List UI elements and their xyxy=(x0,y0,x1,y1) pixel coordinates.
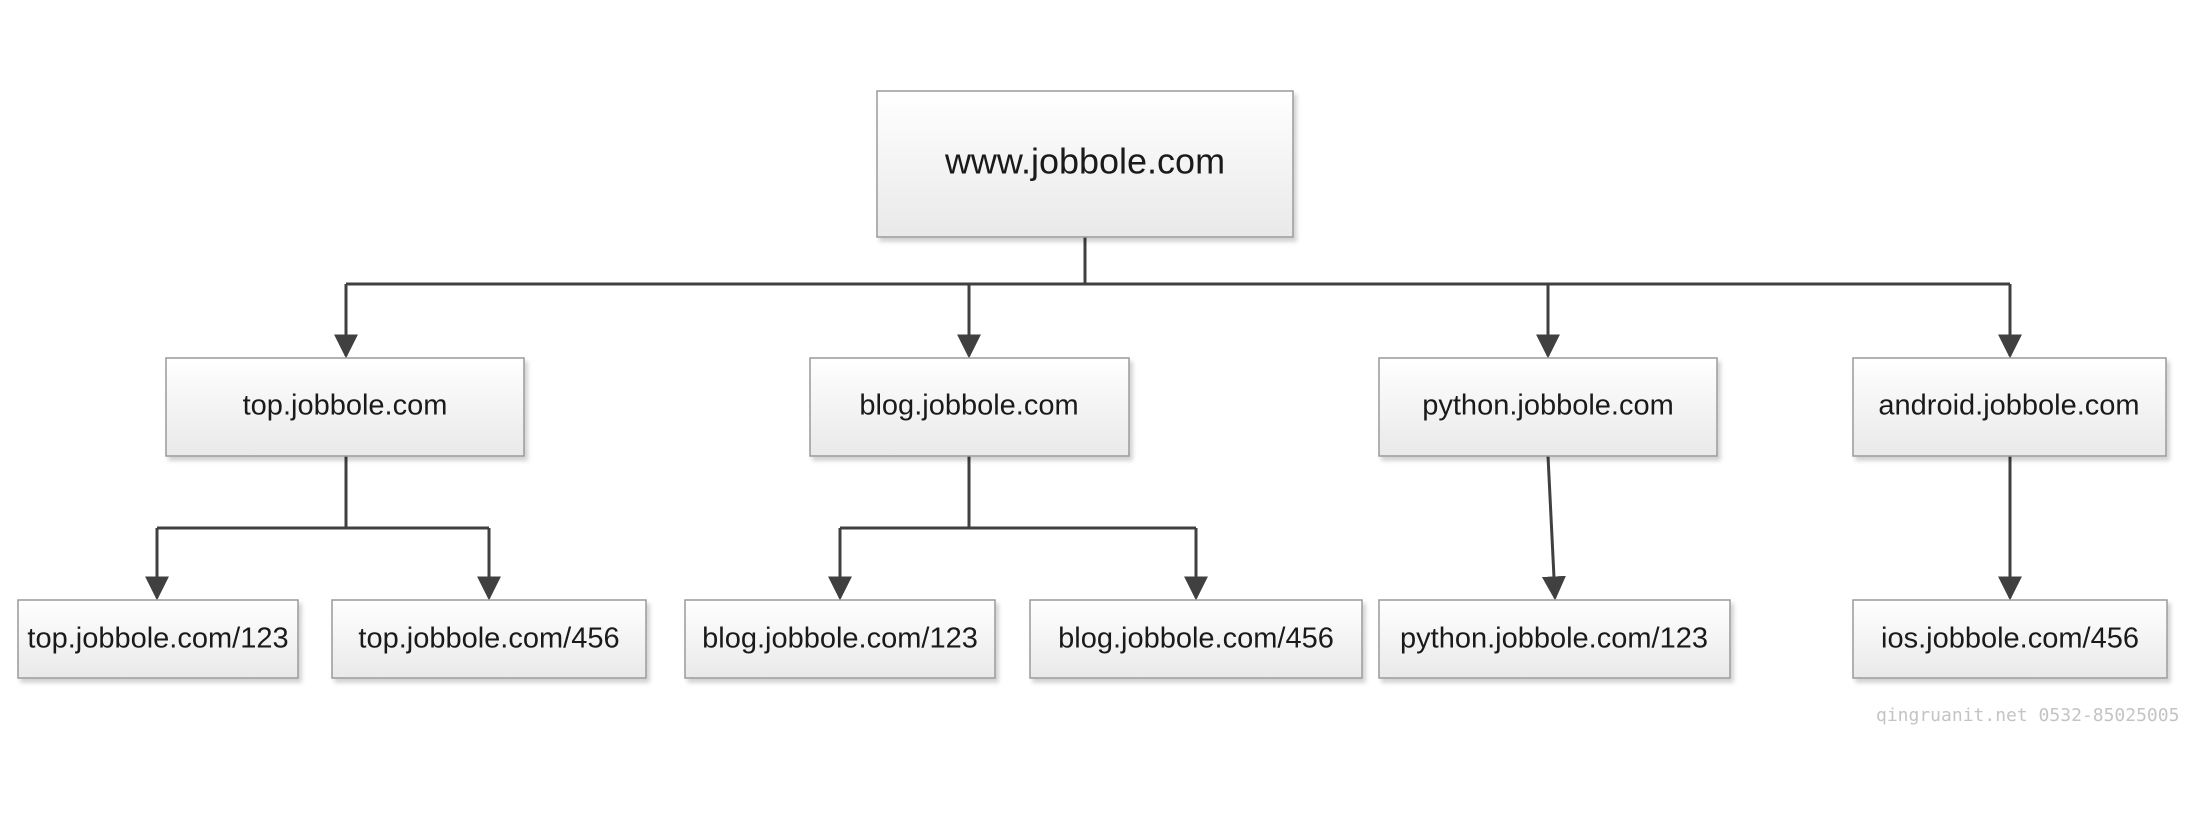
node-top-123: top.jobbole.com/123 xyxy=(17,599,299,679)
level2-nodes: top.jobbole.com/123 top.jobbole.com/456 … xyxy=(17,599,2168,679)
node-root-label: www.jobbole.com xyxy=(944,141,1225,182)
node-top-456: top.jobbole.com/456 xyxy=(331,599,647,679)
connector-top-trunk xyxy=(157,456,489,530)
node-blog-label: blog.jobbole.com xyxy=(859,390,1078,422)
node-python-123-box xyxy=(1378,599,1731,679)
watermark-text: qingruanit.net 0532-85025005 xyxy=(1876,705,2180,726)
arrow-to-python-123 xyxy=(1541,455,1566,601)
root-connectors xyxy=(334,237,2022,359)
node-blog-456: blog.jobbole.com/456 xyxy=(1029,599,1363,679)
node-ios-456-label: ios.jobbole.com/456 xyxy=(1881,623,2139,655)
node-blog-box xyxy=(809,357,1130,457)
node-blog-456-box xyxy=(1029,599,1363,679)
node-top-123-box xyxy=(17,599,299,679)
node-ios-456-box xyxy=(1852,599,2168,679)
node-top: top.jobbole.com xyxy=(165,357,525,457)
node-python-123: python.jobbole.com/123 xyxy=(1378,599,1731,679)
node-python-box xyxy=(1378,357,1718,457)
node-top-123-label: top.jobbole.com/123 xyxy=(27,623,288,655)
node-ios-456: ios.jobbole.com/456 xyxy=(1852,599,2168,679)
node-python: python.jobbole.com xyxy=(1378,357,1718,457)
node-top-box xyxy=(165,357,525,457)
node-top-456-label: top.jobbole.com/456 xyxy=(358,623,619,655)
node-blog-456-label: blog.jobbole.com/456 xyxy=(1058,623,1334,655)
node-android-box xyxy=(1852,357,2167,457)
node-root: www.jobbole.com xyxy=(876,90,1294,238)
child-connectors xyxy=(145,455,2022,601)
node-python-label: python.jobbole.com xyxy=(1422,390,1674,422)
node-android-label: android.jobbole.com xyxy=(1878,390,2139,422)
node-blog-123-box xyxy=(684,599,996,679)
node-blog-123: blog.jobbole.com/123 xyxy=(684,599,996,679)
node-android: android.jobbole.com xyxy=(1852,357,2167,457)
node-top-label: top.jobbole.com xyxy=(243,390,448,422)
node-blog: blog.jobbole.com xyxy=(809,357,1130,457)
connector-blog-trunk xyxy=(840,456,1196,530)
level1-nodes: top.jobbole.com blog.jobbole.com python.… xyxy=(165,357,2167,457)
node-root-box xyxy=(876,90,1294,238)
node-blog-123-label: blog.jobbole.com/123 xyxy=(702,623,978,655)
node-top-456-box xyxy=(331,599,647,679)
node-python-123-label: python.jobbole.com/123 xyxy=(1400,623,1708,655)
